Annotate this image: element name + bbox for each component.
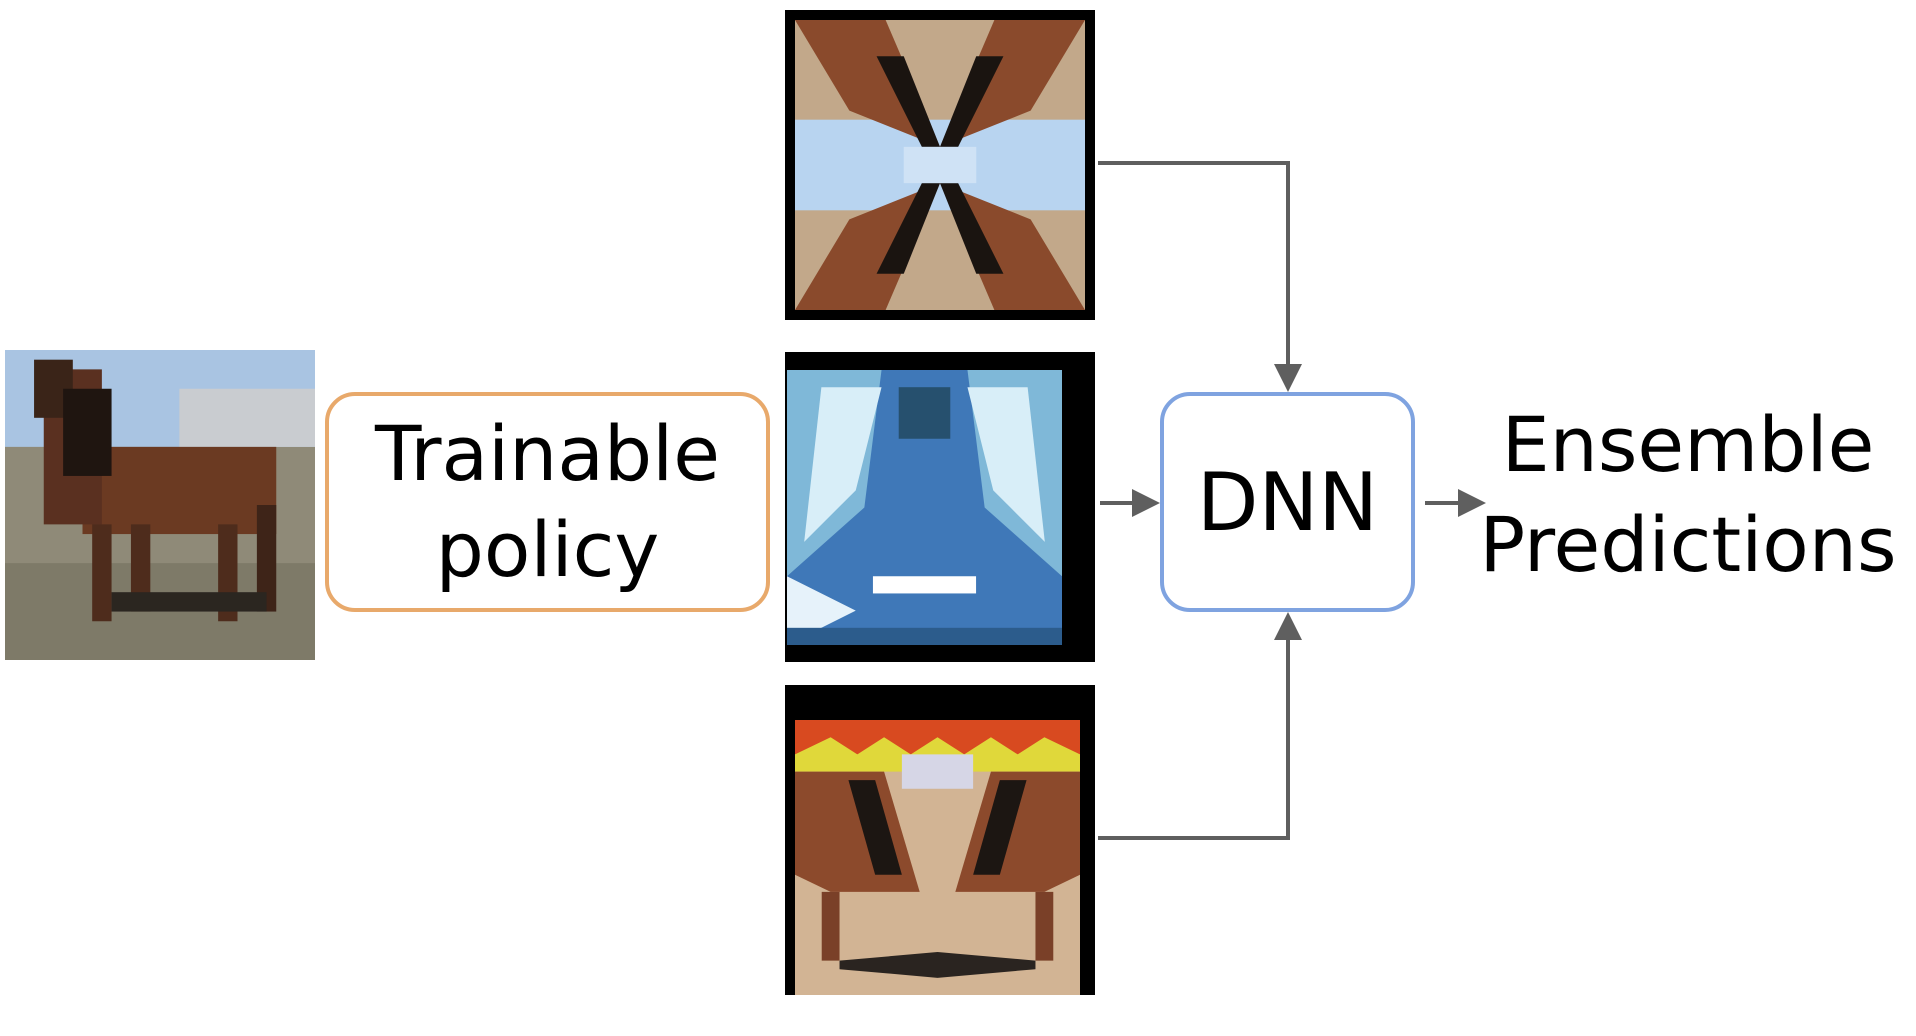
ensemble-predictions-label: Ensemble Predictions [1460, 395, 1916, 595]
edge-bottom-to-dnn [1098, 612, 1302, 840]
output-label-line1: Ensemble [1501, 400, 1875, 489]
policy-label-line1: Trainable [374, 409, 721, 498]
policy-label-line2: policy [435, 505, 660, 594]
edge-top-to-dnn [1098, 161, 1302, 392]
dnn-label: DNN [1196, 455, 1379, 549]
augmented-image-bottom [785, 685, 1095, 995]
trainable-policy-box: Trainable policy [325, 392, 770, 612]
output-label-line2: Predictions [1479, 500, 1897, 589]
augmented-image-top [785, 10, 1095, 320]
input-horse-image [5, 350, 315, 660]
augmented-image-middle [785, 352, 1095, 662]
dnn-box: DNN [1160, 392, 1415, 612]
